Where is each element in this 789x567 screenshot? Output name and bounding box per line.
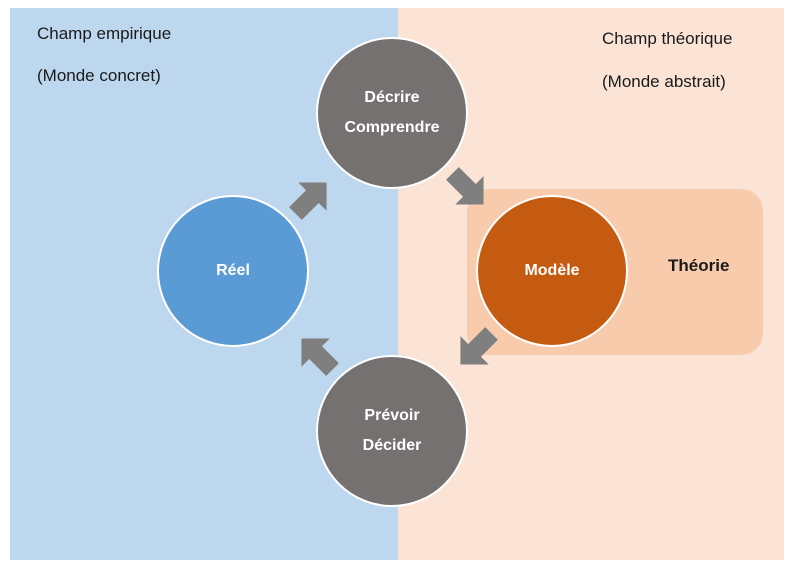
node-modele: Modèle (476, 195, 628, 347)
node-decrire-line1: Décrire (364, 89, 420, 106)
node-reel-label: Réel (216, 262, 250, 279)
node-modele-label: Modèle (524, 262, 580, 279)
empirical-field-subtitle: (Monde concret) (37, 66, 161, 85)
arrow-decrire-to-modele (446, 167, 484, 205)
arrow-modele-to-prevoir (460, 327, 498, 365)
node-prevoir-decider: Prévoir Décider (316, 355, 468, 507)
arrow-prevoir-to-reel (301, 338, 339, 376)
theoretical-field-subtitle: (Monde abstrait) (602, 72, 726, 91)
arrow-reel-to-decrire (289, 182, 327, 220)
theory-label: Théorie (668, 256, 730, 275)
node-reel: Réel (157, 195, 309, 347)
empirical-field-title: Champ empirique (37, 24, 172, 43)
theoretical-field-title: Champ théorique (602, 29, 733, 48)
node-decrire-comprendre: Décrire Comprendre (316, 37, 468, 189)
node-prevoir-line1: Prévoir (364, 407, 420, 424)
node-prevoir-line2: Décider (362, 437, 422, 454)
node-decrire-line2: Comprendre (344, 119, 440, 136)
